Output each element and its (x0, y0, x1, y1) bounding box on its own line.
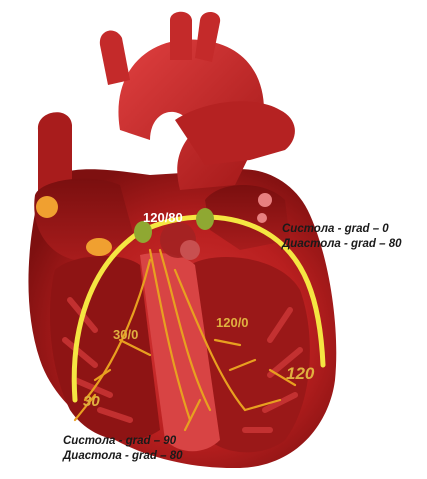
right-ventricle-pressure-label: 30/0 (113, 327, 138, 342)
caption-right-line1: Систола - grad – 0 (282, 222, 402, 237)
caption-right: Систола - grad – 0 Диастола - grad – 80 (282, 222, 402, 252)
right-value-label: 120 (286, 364, 314, 384)
caption-bottom: Систола - grad – 90 Диастола - grad – 80 (63, 434, 183, 464)
pulmonary-vein-opening-2 (257, 213, 267, 223)
left-ventricle-pressure-label: 120/0 (216, 315, 249, 330)
caption-right-line2: Диастола - grad – 80 (282, 237, 402, 252)
valve-node-right (196, 208, 214, 230)
av-node (86, 238, 112, 256)
aortic-pressure-label: 120/80 (143, 210, 183, 225)
sa-node-upper (36, 196, 58, 218)
aortic-branch-1 (100, 31, 130, 85)
pulmonary-vein-opening-1 (258, 193, 272, 207)
left-value-label: 30 (83, 393, 100, 410)
caption-bottom-line1: Систола - grad – 90 (63, 434, 183, 449)
valve-cusp (180, 240, 200, 260)
caption-bottom-line2: Диастола - grad – 80 (63, 449, 183, 464)
aortic-branch-2 (170, 12, 192, 60)
